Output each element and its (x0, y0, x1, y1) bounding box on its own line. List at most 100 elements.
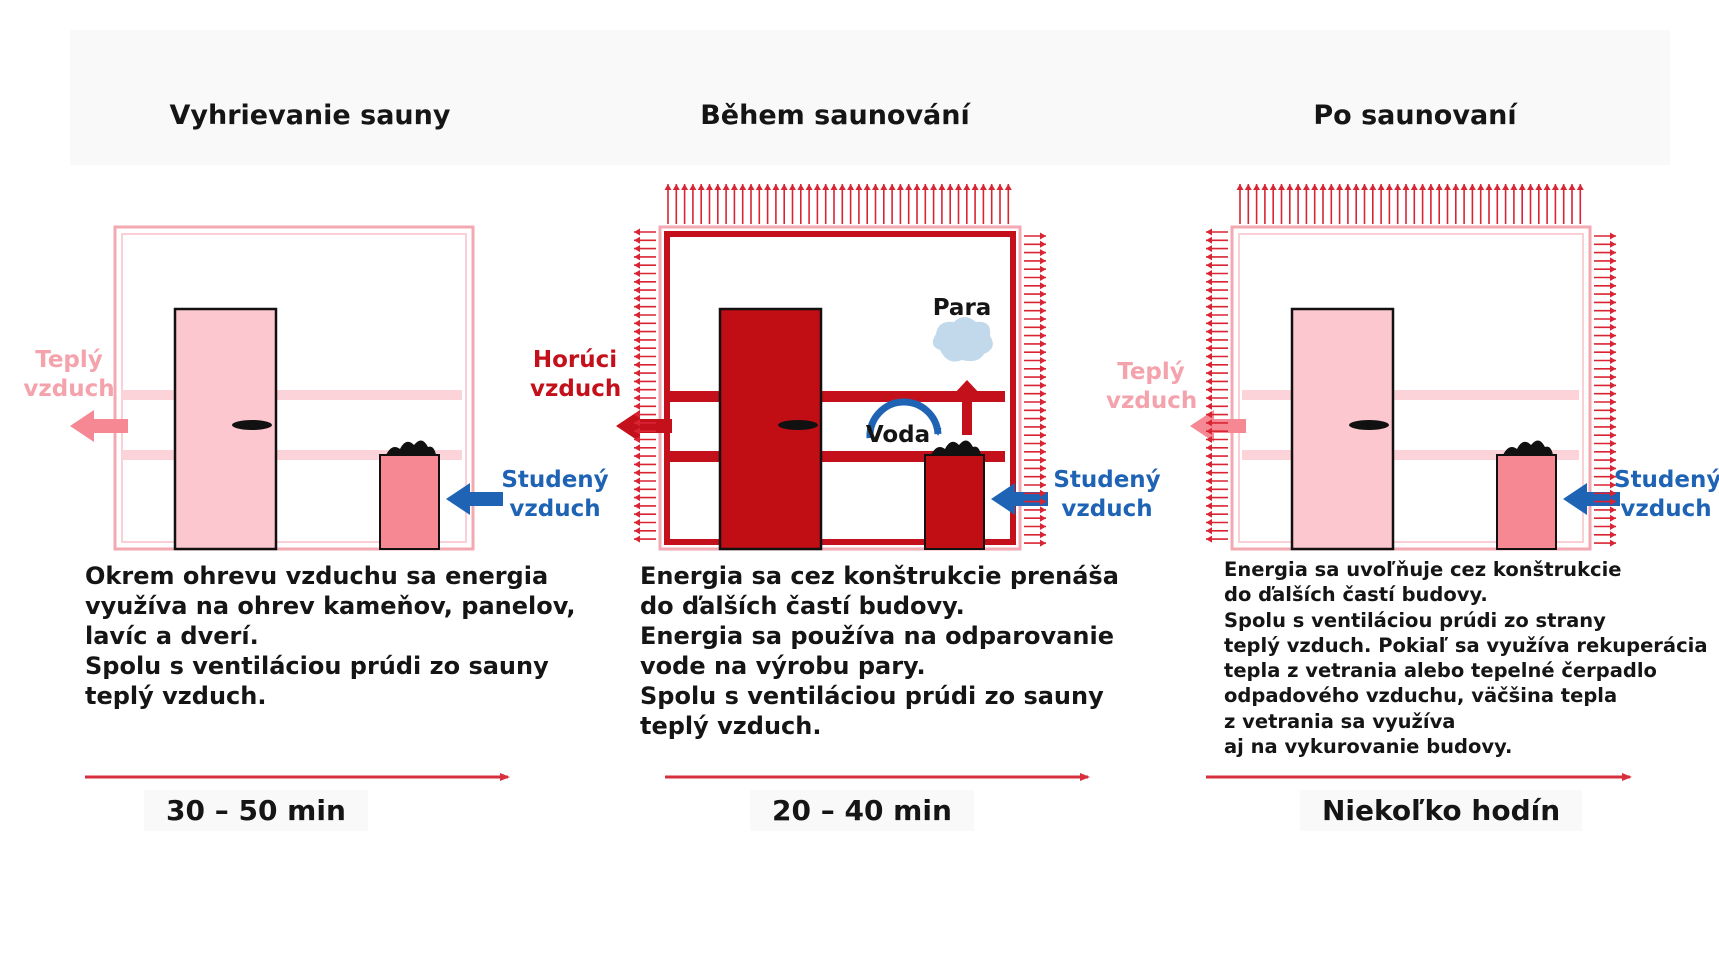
heat-loss-arrow-head (955, 184, 962, 190)
heat-loss-arrow-head (1040, 489, 1046, 497)
heat-loss-arrow-head (1206, 502, 1212, 510)
heat-loss-arrow-head (1206, 477, 1212, 485)
heat-loss-arrow-head (830, 184, 838, 190)
heat-loss-arrow-head (1610, 323, 1616, 331)
heat-loss-arrow-head (1610, 357, 1616, 364)
heat-loss-arrow-head (1004, 184, 1012, 190)
heat-loss-arrow-head (634, 328, 640, 336)
heat-loss-arrow-head (1610, 531, 1616, 539)
heat-loss-arrow-head (1610, 332, 1616, 340)
heat-loss-arrow-head (1576, 184, 1584, 190)
heat-loss-arrow-head (755, 184, 763, 190)
heat-loss-arrow-head (634, 419, 640, 427)
heat-loss-arrow-head (1040, 431, 1046, 439)
heat-loss-arrow-head (1206, 452, 1212, 460)
heat-loss-arrow-head (634, 502, 640, 510)
panel-3-left-air-label: Teplý vzduch (1106, 358, 1197, 416)
heat-loss-arrow-head (1206, 245, 1212, 253)
warm-air-out-arrow (1190, 410, 1246, 442)
heat-loss-arrow-head (1543, 184, 1551, 190)
door-handle (232, 420, 272, 430)
heat-loss-arrow-head (1040, 290, 1046, 298)
heat-loss-arrow-head (1040, 249, 1046, 257)
heat-loss-arrow-head (1206, 527, 1212, 535)
heat-loss-arrow-head (888, 184, 896, 190)
heat-loss-arrow-head (1568, 184, 1576, 190)
label-line: Horúci (532, 347, 618, 373)
heat-loss-arrow-head (1040, 274, 1046, 281)
heat-loss-arrow-head (1040, 448, 1046, 456)
description-line: aj na vykurovanie budovy. (1224, 735, 1513, 759)
heat-loss-arrow-head (1206, 294, 1212, 302)
panel-2-title: Během saunování (700, 100, 970, 131)
heat-loss-arrow-head (1535, 184, 1543, 190)
description-line: Spolu s ventiláciou prúdi zo sauny (85, 652, 549, 680)
heat-loss-arrows-top (664, 184, 1012, 224)
label-line: Teplý (35, 347, 103, 373)
heat-loss-arrow-head (664, 184, 672, 190)
heat-loss-arrows-top (1236, 184, 1584, 224)
heat-loss-arrow-head (1385, 184, 1393, 190)
heat-loss-arrow-head (1040, 323, 1046, 331)
heat-loss-arrow-head (1610, 498, 1616, 506)
heat-loss-arrow-head (634, 394, 640, 402)
heat-loss-arrow-head (634, 270, 640, 277)
heat-loss-arrow-head (706, 184, 713, 190)
heat-loss-arrow-head (634, 236, 640, 244)
upper-bench (122, 390, 462, 400)
heat-loss-arrow-head (1319, 184, 1327, 190)
upper-bench (1242, 390, 1579, 400)
heat-loss-arrow-head (1610, 348, 1616, 356)
hot-air-out-arrow (616, 410, 672, 442)
heat-loss-arrow-head (1261, 184, 1269, 190)
heat-loss-arrow-head (1206, 402, 1212, 410)
panel-2-sauna (616, 184, 1048, 551)
heat-loss-arrow-head (634, 245, 640, 253)
heat-loss-arrow-head (913, 184, 921, 190)
heat-loss-arrow-head (789, 184, 796, 190)
heat-loss-arrow-head (1477, 184, 1485, 190)
heat-loss-arrow-head (1269, 184, 1277, 190)
heat-loss-arrow-head (1040, 315, 1046, 323)
panel-2-left-air-label: Horúci vzduch (530, 346, 621, 404)
heat-loss-arrow-head (1610, 315, 1616, 323)
heat-loss-arrow-head (689, 184, 697, 190)
heat-loss-arrow-head (797, 184, 805, 190)
panel-2-duration: 20 – 40 min (750, 790, 974, 831)
heat-loss-arrow-head (634, 519, 640, 526)
heat-loss-arrow-head (1040, 506, 1046, 514)
heat-loss-arrow-head (930, 184, 938, 190)
heat-loss-arrow-head (1610, 539, 1616, 547)
steam-label: Para (932, 295, 992, 321)
heat-loss-arrow-head (1040, 464, 1046, 472)
heat-loss-arrow-head (634, 286, 640, 294)
heat-loss-arrow-head (634, 336, 640, 344)
lower-bench (670, 451, 1005, 462)
label-line: vzduch (509, 496, 601, 522)
heat-loss-arrow-head (1610, 265, 1616, 273)
heat-loss-arrow-head (963, 184, 971, 190)
panel-1-sauna (70, 225, 503, 551)
heat-loss-arrow-head (1206, 361, 1212, 369)
description-line: do ďalších častí budovy. (640, 592, 965, 620)
label-line: Studený (1053, 467, 1161, 493)
description-line: Okrem ohrevu vzduchu sa energia (85, 562, 549, 590)
heat-loss-arrow-head (634, 402, 640, 410)
description-line: z vetrania sa využíva (1224, 709, 1456, 733)
panel-3-right-air-label: Studený vzduch (1614, 466, 1719, 524)
heat-loss-arrow-head (1610, 390, 1616, 398)
heat-loss-arrow-head (1410, 184, 1418, 190)
panel-1-description: Okrem ohrevu vzduchu sa energia využíva … (85, 561, 576, 711)
heat-loss-arrow-head (634, 319, 640, 327)
steam-rise-arrow (953, 380, 981, 435)
heat-loss-arrow-head (1610, 274, 1616, 281)
heat-loss-arrow-head (1040, 365, 1046, 373)
heat-loss-arrow-head (634, 377, 640, 385)
heat-loss-arrow-head (1206, 328, 1212, 336)
heat-loss-arrow-head (855, 184, 863, 190)
heat-loss-arrow-head (1344, 184, 1352, 190)
heat-loss-arrow-head (634, 361, 640, 369)
heat-loss-arrow-head (1527, 184, 1534, 190)
heat-loss-arrow-head (813, 184, 821, 190)
heat-loss-arrow-head (872, 184, 879, 190)
